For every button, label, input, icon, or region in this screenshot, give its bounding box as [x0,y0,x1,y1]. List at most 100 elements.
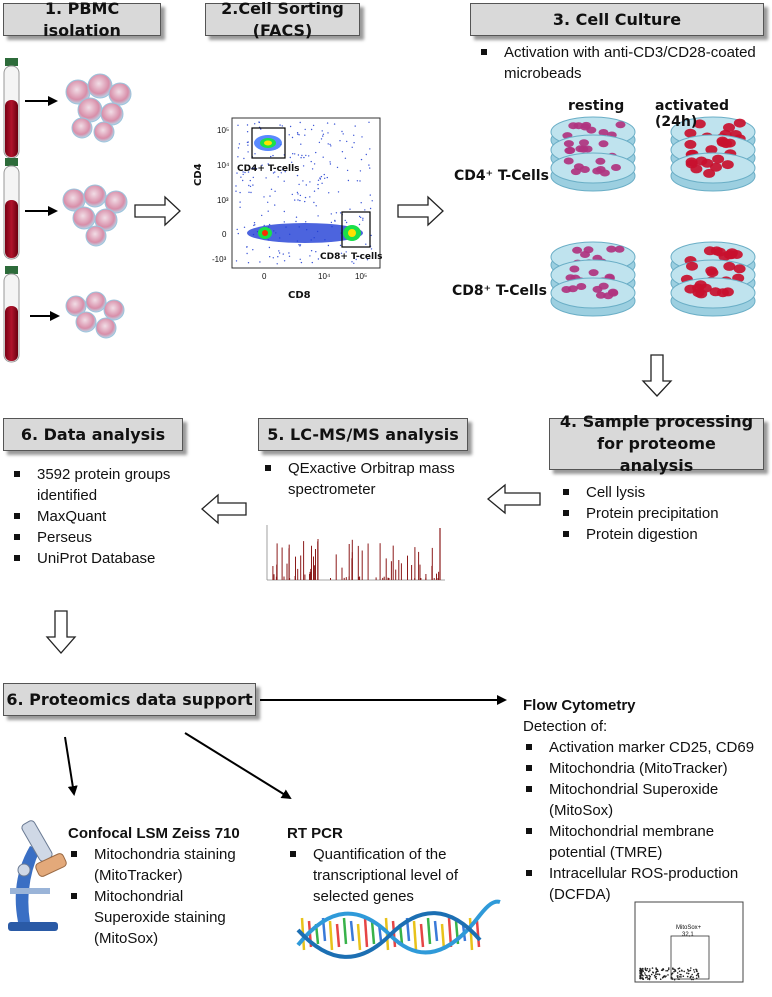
flow-dot [687,972,690,975]
facs-dot [369,167,371,169]
facs-dot [284,171,286,173]
blood-tube-icon [3,266,20,363]
facs-dot [297,133,299,135]
flow-list: Activation marker CD25, CD69 Mitochondri… [523,737,768,905]
facs-dot [242,179,244,182]
facs-dot [291,193,293,196]
hollow-arrow-left-icon [201,493,247,525]
facs-dot [346,169,349,172]
facs-dot [263,196,265,198]
facs-dot [361,136,363,138]
facs-dot [272,154,274,157]
facs-dot [324,177,326,179]
list-item: Mitochondria staining (MitoTracker) [68,844,258,886]
rtpcr-list: Quantification of the transcriptional le… [287,844,492,907]
facs-dot [267,163,269,165]
pbmc-cluster-icon [65,73,132,143]
facs-dot [317,187,319,190]
flow-dot [655,977,658,980]
facs-dot [248,191,250,193]
facs-x-tick: 0 [262,272,267,281]
facs-dot [345,221,348,224]
flow-dot [649,968,651,970]
facs-dot [329,161,331,163]
facs-dot [291,136,294,139]
facs-dot [344,219,346,222]
facs-dot [339,140,341,142]
flow-dot [692,976,694,978]
facs-dot [252,184,254,186]
facs-dot [358,223,361,226]
flow-dot [676,972,679,974]
facs-dot [354,125,356,127]
facs-dot [295,216,298,218]
facs-dot [315,151,317,154]
facs-dot [235,260,238,262]
flow-dot [693,969,695,971]
facs-dot [261,164,263,166]
step-5-lc-ms-ms: 5. LC-MS/MS analysis [258,418,468,451]
flow-dot [690,975,692,978]
flow-dot [639,975,642,977]
facs-dot [282,253,284,255]
flow-dot [646,978,649,980]
facs-y-tick: 10⁵ [217,126,230,135]
facs-dot [335,212,338,214]
facs-dot [247,144,249,146]
flow-dot [644,974,647,976]
facs-dot [242,171,244,173]
facs-dot [254,224,256,226]
facs-dot [278,250,280,252]
culture-activation-list: Activation with anti-CD3/CD28-coated mic… [478,42,768,84]
hollow-arrow-right-icon [134,195,181,227]
flow-dot [642,970,644,973]
facs-dot [296,174,299,177]
flow-dot [665,975,667,977]
arrow-icon [64,736,78,796]
facs-dot [246,131,249,133]
facs-dot [298,134,300,136]
facs-dot [239,201,241,203]
facs-dot [327,143,329,145]
facs-dot [334,219,336,222]
flow-title: Flow Cytometry [523,697,636,714]
facs-dot [238,165,240,167]
facs-dot [242,173,244,176]
facs-dot [244,171,246,174]
facs-dot [329,163,332,165]
blood-tube-icon [3,158,20,260]
flow-dot [686,972,688,974]
facs-dot [265,177,267,179]
flow-dot [668,967,670,969]
facs-dot [304,200,306,203]
facs-dot [291,161,293,163]
facs-dot [247,171,250,173]
facs-dot [282,169,284,171]
facs-dot [368,164,370,166]
facs-dot [296,191,299,194]
facs-dot [369,194,371,196]
facs-dot [349,208,351,210]
facs-dot [270,155,272,158]
flow-dot [686,975,689,978]
facs-dot [305,221,307,223]
facs-dot [312,124,315,127]
facs-y-axis-label: CD4 [193,163,204,186]
facs-dot [247,151,249,153]
list-item: Perseus [11,527,201,548]
pbmc-cluster-icon [65,291,125,339]
flow-intro: Detection of: [523,718,608,735]
facs-dot [269,195,271,197]
flow-dot [693,971,696,973]
facs-dot [246,246,248,248]
facs-dot [288,255,291,257]
flow-dot [695,977,698,980]
flow-dot [665,970,667,972]
facs-dot [327,132,329,134]
facs-dot [320,138,323,140]
facs-dot [249,185,252,188]
activated-cell-dish-icon [670,241,756,317]
facs-dot [322,156,324,158]
facs-dot [297,154,300,156]
facs-dot [236,172,238,174]
